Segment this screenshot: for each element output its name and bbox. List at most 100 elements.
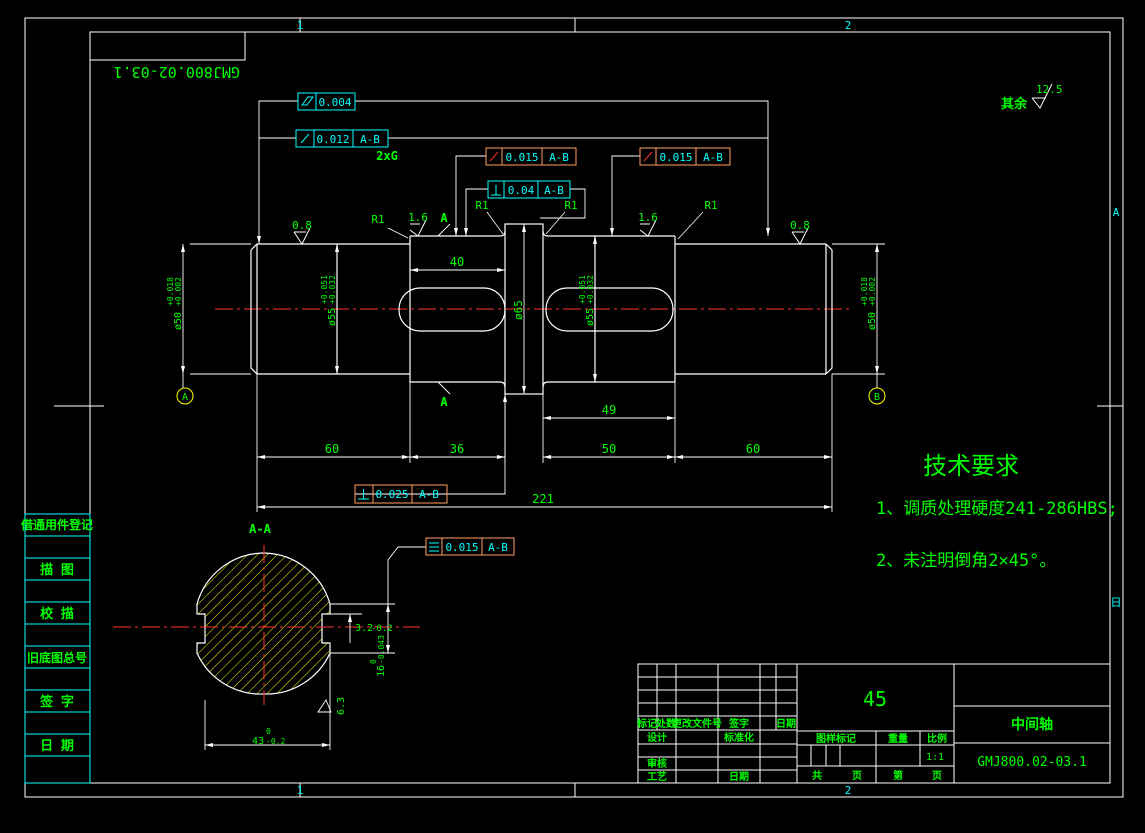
section-mark-top: A bbox=[440, 211, 448, 225]
tol-upper-right2: +0.051 bbox=[578, 275, 587, 304]
dim-221: 221 bbox=[532, 492, 554, 506]
section-width-upper: 0 bbox=[369, 659, 378, 664]
gdt-arrows bbox=[257, 228, 770, 402]
diameter-right-shoulder: ø55 +0.051 +0.032 bbox=[578, 275, 596, 326]
tb-labels: 标记 处数 更改文件号 签字 日期 设计 标准化 审核 工艺 日期 图样标记 重… bbox=[636, 717, 947, 783]
tb-page-2: 页 bbox=[932, 770, 942, 782]
gdt-symmetry-value: 0.015 bbox=[445, 541, 478, 554]
tb-process: 工艺 bbox=[647, 770, 667, 783]
gdt-runout-mid-right: 0.015 A-B bbox=[639, 147, 731, 166]
roughness-rest-value: 12.5 bbox=[1036, 83, 1063, 96]
section-view bbox=[113, 545, 420, 705]
tb-drawing-code: GMJ800.02-03.1 bbox=[977, 755, 1087, 770]
section-height-dim: 43 0 -0.2 bbox=[252, 727, 285, 747]
section-depth-tol: -0.2 bbox=[371, 624, 393, 634]
gdt-flatness-value: 0.004 bbox=[318, 96, 351, 109]
zone-bottom-2: 2 bbox=[845, 784, 852, 797]
section-height-upper: 0 bbox=[266, 727, 271, 736]
gdt-perp-top: 0.04 A-B bbox=[487, 180, 571, 199]
tol-upper-right: +0.018 bbox=[860, 277, 869, 306]
tol-lower-right: +0.002 bbox=[868, 277, 877, 306]
dim-60-right: 60 bbox=[746, 442, 760, 456]
gdt-flatness: 0.004 bbox=[297, 92, 356, 111]
mirrored-number-box bbox=[89, 31, 246, 61]
section-height-nom: 43 bbox=[252, 736, 264, 747]
roughness-4: 6.3 bbox=[336, 697, 347, 715]
roughness-1: 1.6 bbox=[408, 211, 428, 224]
side-table-1: 描 图 bbox=[40, 562, 74, 578]
title-block-grid bbox=[637, 663, 1111, 784]
gdt-runout-mid-right-datum: A-B bbox=[703, 151, 723, 164]
gdt-runout-mid-left: 0.015 A-B bbox=[485, 147, 577, 166]
section-width-lower: -0.043 bbox=[377, 635, 386, 664]
tol-lower-left2: +0.032 bbox=[328, 275, 337, 304]
datum-a: A bbox=[176, 387, 194, 405]
roughness-0: 0.8 bbox=[292, 219, 312, 232]
zone-marks bbox=[54, 18, 1123, 797]
roughness-3: 0.8 bbox=[790, 219, 810, 232]
tb-review: 审核 bbox=[647, 757, 667, 770]
radius-leaders bbox=[387, 211, 704, 240]
dim-60-left: 60 bbox=[325, 442, 339, 456]
tb-rev-header-2: 更改文件号 bbox=[672, 717, 722, 730]
zone-bottom-1: 1 bbox=[297, 784, 304, 797]
section-mark-bottom: A bbox=[440, 395, 448, 409]
side-table-2: 校 描 bbox=[40, 606, 74, 622]
datum-b-label: B bbox=[874, 392, 880, 403]
zone-right-a: A bbox=[1113, 206, 1120, 219]
dimension-arrows bbox=[181, 224, 879, 509]
datum-a-label: A bbox=[182, 392, 188, 403]
radius-4: R1 bbox=[704, 199, 717, 212]
keyway-right bbox=[545, 287, 674, 332]
gdt-runout-mid-right-value: 0.015 bbox=[659, 151, 692, 164]
tb-sheet: 第 bbox=[893, 769, 903, 782]
zone-right-b: 日 bbox=[1111, 596, 1122, 609]
tb-stage-mark: 图样标记 bbox=[816, 732, 856, 745]
dim-50: 50 bbox=[602, 442, 616, 456]
gdt-perp-bottom-value: 0.025 bbox=[375, 488, 408, 501]
side-table bbox=[24, 513, 91, 784]
roughness-2: 1.6 bbox=[638, 211, 658, 224]
dia-50-right: ø50 bbox=[867, 312, 878, 330]
section-height-lower: -0.2 bbox=[266, 737, 285, 746]
tb-part-name: 中间轴 bbox=[1011, 716, 1053, 733]
gdt-perp-bottom: 0.025 A-B bbox=[354, 484, 448, 504]
tol-upper-left2: +0.051 bbox=[320, 275, 329, 304]
tech-req-item-2: 2、未注明倒角2×45°。 bbox=[876, 551, 1056, 571]
tb-total: 共 bbox=[812, 769, 822, 782]
radius-3: R1 bbox=[564, 199, 577, 212]
dia-50-left: ø50 bbox=[173, 312, 184, 330]
tb-date: 日期 bbox=[729, 770, 749, 783]
gdt-runout-mid-left-value: 0.015 bbox=[505, 151, 538, 164]
tech-req-title: 技术要求 bbox=[923, 452, 1019, 480]
diameter-left-shoulder: ø55 +0.051 +0.032 bbox=[320, 275, 338, 326]
diameter-left-journal: ø50 +0.018 +0.002 bbox=[166, 277, 184, 330]
tb-material: 45 bbox=[863, 687, 887, 711]
center-hole-note: 2xG bbox=[376, 149, 398, 163]
tb-rev-header-0: 标记 bbox=[636, 717, 657, 730]
mirrored-drawing-number: GMJ800.02-03.1 bbox=[114, 63, 240, 81]
dim-49: 49 bbox=[602, 403, 616, 417]
gdt-runout-mid-left-datum: A-B bbox=[549, 151, 569, 164]
gdt-leaders bbox=[258, 100, 769, 495]
keyway-left bbox=[398, 287, 506, 332]
gdt-runout-left-value: 0.012 bbox=[316, 133, 349, 146]
tb-standardization: 标准化 bbox=[723, 731, 754, 744]
gdt-symmetry: 0.015 A-B bbox=[425, 537, 515, 556]
tb-rev-header-3: 签字 bbox=[728, 717, 749, 730]
drawing-frame bbox=[24, 17, 1124, 798]
section-dimensions bbox=[204, 546, 426, 750]
gdt-perp-top-value: 0.04 bbox=[508, 184, 535, 197]
side-table-4: 签 字 bbox=[39, 694, 74, 710]
tb-rev-header-4: 日期 bbox=[776, 717, 796, 730]
side-table-5: 日 期 bbox=[40, 739, 74, 754]
tol-lower-left: +0.002 bbox=[174, 277, 183, 306]
gdt-perp-bottom-datum: A-B bbox=[419, 488, 439, 501]
dim-36: 36 bbox=[450, 442, 464, 456]
roughness-rest-label: 其余 bbox=[1001, 96, 1028, 112]
tb-rev-header-1: 处数 bbox=[655, 717, 677, 730]
tb-scale: 1:1 bbox=[926, 752, 944, 763]
dim-40: 40 bbox=[450, 255, 464, 269]
section-width-nom: 16 bbox=[376, 665, 387, 677]
